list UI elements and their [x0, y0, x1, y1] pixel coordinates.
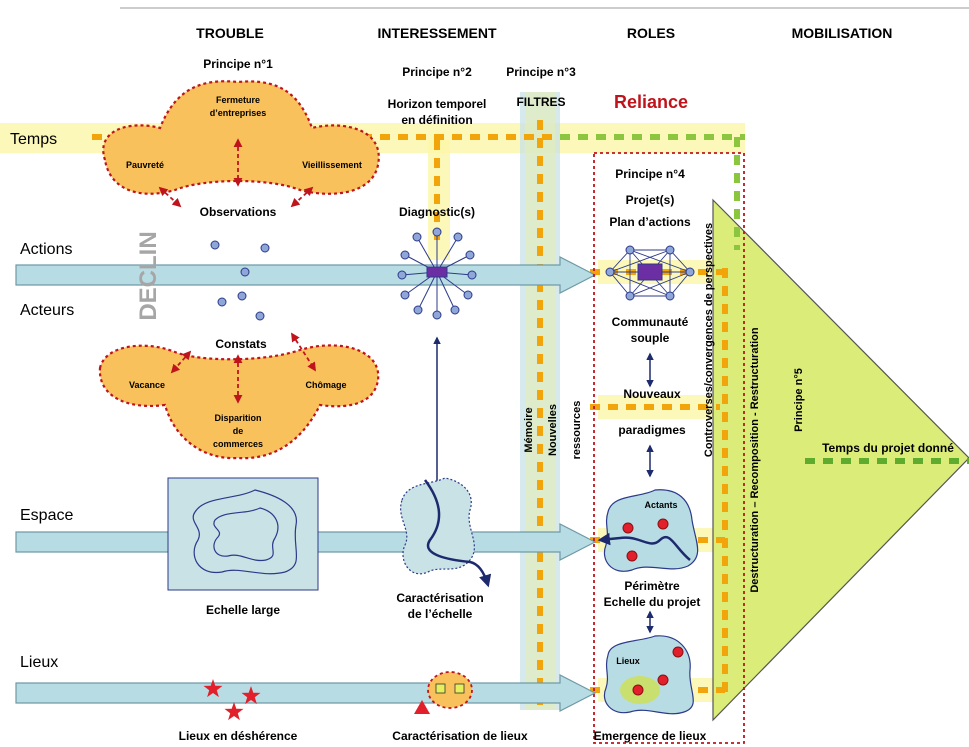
star	[203, 679, 223, 698]
star	[224, 702, 244, 721]
caract-lieux-label: Caractérisation de lieux	[392, 729, 528, 743]
blob2-disparition: Disparition	[214, 413, 261, 423]
blob1-fermeture: Fermeture	[216, 95, 260, 105]
caract-echelle-line2: de l’échelle	[408, 607, 473, 621]
star	[241, 686, 261, 705]
reliance-label: Reliance	[614, 92, 688, 112]
caract-lieux-ellipse	[427, 671, 473, 709]
lieux-desherence-label: Lieux en déshérence	[179, 729, 298, 743]
actor-dot	[240, 267, 250, 277]
lieux-arrow	[15, 674, 597, 712]
diagnostic-label: Diagnostic(s)	[399, 205, 475, 219]
col-mobilisation: MOBILISATION	[792, 25, 893, 41]
echelle-outline-outer	[192, 489, 298, 575]
blob2-commerces: commerces	[213, 439, 263, 449]
principe-1: Principe n°1	[203, 57, 273, 71]
actor-dot	[255, 311, 265, 321]
link-pauvrete	[158, 186, 182, 208]
lieux-inner-label: Lieux	[616, 656, 640, 666]
actions-arrow	[15, 256, 597, 294]
blob2-chomage: Chômage	[305, 380, 346, 390]
principe-5: Principe n°5	[793, 368, 805, 432]
principe-2: Principe n°2	[402, 65, 472, 79]
caract-lieux-square	[435, 683, 446, 694]
blob2-vacance: Vacance	[129, 380, 165, 390]
plan-label: Plan d’actions	[609, 215, 691, 229]
row-acteurs: Acteurs	[20, 302, 74, 319]
principe-3: Principe n°3	[506, 65, 576, 79]
roles-frame	[593, 152, 745, 744]
blob2-de: de	[233, 426, 244, 436]
controverses-label: Controverses/convergences de perspective…	[703, 223, 715, 457]
actor-dot	[237, 291, 247, 301]
filtres-label: FILTRES	[516, 95, 565, 109]
row-temps: Temps	[10, 131, 57, 148]
desherence-stars	[203, 679, 261, 721]
horizon-line1: Horizon temporel	[388, 97, 487, 111]
blob1-pauvrete: Pauvreté	[126, 160, 164, 170]
filtre-nouvelles: Nouvelles	[547, 404, 559, 456]
row-lieux: Lieux	[20, 654, 58, 671]
echelle-path	[423, 479, 492, 588]
declin-label: DECLIN	[135, 231, 162, 320]
row-actions: Actions	[20, 241, 72, 258]
link-vieillissement	[290, 186, 314, 208]
link-chomage	[291, 332, 316, 372]
principe-4: Principe n°4	[615, 167, 685, 181]
caract-echelle-line1: Caractérisation	[396, 591, 483, 605]
horizon-line2: en définition	[401, 113, 472, 127]
col-trouble: TROUBLE	[196, 25, 264, 41]
actor-dot	[260, 243, 270, 253]
temps-projet-label: Temps du projet donné	[822, 441, 954, 455]
link-vacance	[170, 350, 192, 374]
filtre-ressources: ressources	[571, 401, 583, 460]
projets-label: Projet(s)	[626, 193, 675, 207]
blob1-entreprises: d’entreprises	[210, 108, 267, 118]
actants-dots	[622, 518, 669, 562]
col-roles: ROLES	[627, 25, 675, 41]
echelle-large-label: Echelle large	[206, 603, 280, 617]
actor-dots	[210, 240, 270, 321]
blob1-vieillissement: Vieillissement	[302, 160, 362, 170]
caract-lieux-square	[454, 683, 465, 694]
destructuration-label: Destructuration – Recomposition - Restru…	[749, 327, 761, 593]
perimetre-line2: Echelle du projet	[604, 595, 701, 609]
diagnostic-network	[397, 227, 477, 320]
perimetre-line1: Périmètre	[624, 579, 680, 593]
communaute-line2: souple	[631, 331, 670, 345]
emergence-label: Emergence de lieux	[594, 729, 707, 743]
echelle-outline-inner	[213, 507, 279, 562]
filter-column-inner	[525, 92, 555, 710]
row-espace: Espace	[20, 507, 73, 524]
filtre-memoire: Mémoire	[523, 407, 535, 452]
constats-label: Constats	[215, 337, 267, 351]
actor-dot	[217, 297, 227, 307]
actants-path	[597, 532, 691, 561]
col-interessement: INTERESSEMENT	[377, 25, 496, 41]
nouveaux-label: Nouveaux	[623, 387, 681, 401]
paradigmes-label: paradigmes	[618, 423, 686, 437]
caract-lieux-triangle	[414, 700, 430, 714]
actants-label: Actants	[644, 500, 677, 510]
observations-label: Observations	[200, 205, 277, 219]
projets-network	[605, 245, 695, 301]
communaute-line1: Communauté	[612, 315, 689, 329]
trouble-blob-top	[102, 80, 380, 195]
lieux-dots	[632, 646, 684, 696]
actor-dot	[210, 240, 220, 250]
